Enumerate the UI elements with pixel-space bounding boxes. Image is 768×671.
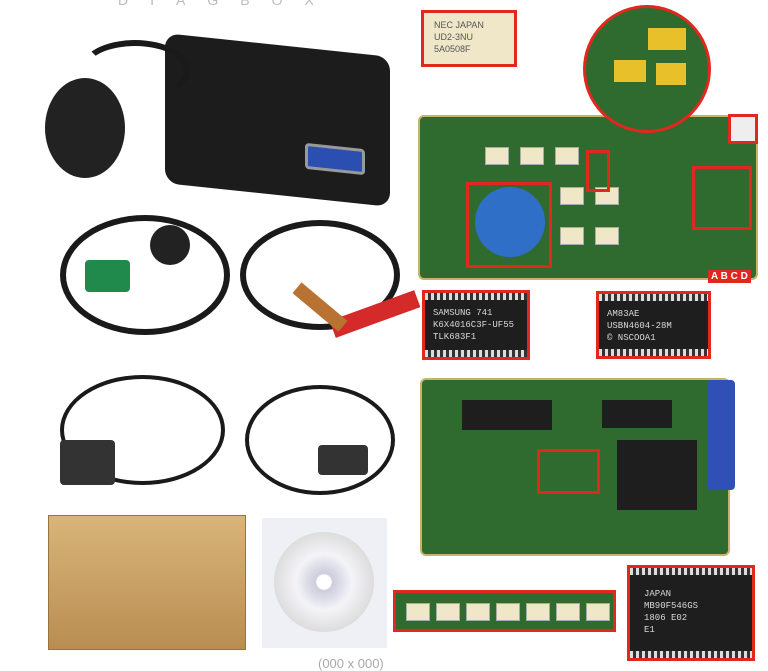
relay-zoom: NEC JAPAN UD2-3NU 5A0508F <box>421 10 517 67</box>
relays-row-zoom <box>393 590 616 632</box>
capacitor-highlight <box>466 182 552 268</box>
sram-label: SAMSUNG 741 K6X4016C3F-UF55 TLK683F1 <box>433 308 515 342</box>
vga-port-board <box>707 380 735 490</box>
power-cable <box>240 220 400 330</box>
relay-label: NEC JAPAN UD2-3NU 5A0508F <box>434 20 484 54</box>
mcu-chip-zoom: JAPAN MB90F546GS 1806 E02 E1 <box>627 565 755 661</box>
crystal-highlight <box>537 449 600 494</box>
vga-port <box>305 142 365 176</box>
round-connector <box>150 225 190 265</box>
cut-title: DIAGBOX <box>118 0 336 8</box>
cardboard-box <box>48 515 246 650</box>
obd-plug <box>85 260 130 292</box>
software-cd <box>262 518 387 648</box>
interface-device <box>165 33 390 207</box>
secondary-pcb <box>420 378 735 556</box>
relay-highlight <box>586 150 610 192</box>
connector-label: A B C D <box>708 270 751 283</box>
usb-cable <box>245 385 395 495</box>
sram-chip-zoom: SAMSUNG 741 K6X4016C3F-UF55 TLK683F1 <box>422 290 530 360</box>
blue-capacitor <box>475 187 545 257</box>
flash-label: AM83AE USBN4604-28M © NSCOOA1 <box>607 309 672 343</box>
db15-connector <box>318 445 368 475</box>
power-section-zoom <box>583 5 711 133</box>
obd-cable <box>60 215 230 335</box>
mcu-label: JAPAN MB90F546GS 1806 E02 E1 <box>644 589 699 635</box>
power-section-highlight <box>692 166 752 230</box>
main-pcb <box>418 115 758 280</box>
usb-serial-cable <box>60 375 225 485</box>
cut-caption: (000 x 000) <box>318 656 384 671</box>
main-cable <box>80 40 190 100</box>
flash-chip-zoom: AM83AE USBN4604-28M © NSCOOA1 <box>596 291 711 359</box>
connector-highlight <box>728 114 758 144</box>
db9-connector <box>60 440 115 485</box>
